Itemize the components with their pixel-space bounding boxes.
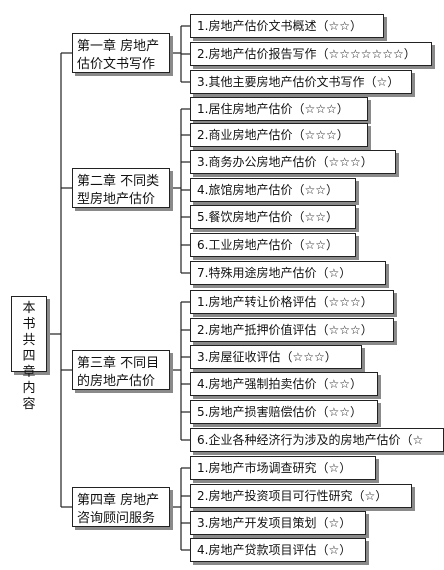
section-node: 5.房地产损害赔偿估价（☆☆） [190,400,378,424]
section-node: 2.商业房地产估价（☆☆☆） [190,123,368,147]
section-node: 2.房地产投资项目可行性研究（☆） [190,484,412,508]
section-node: 3.房地产开发项目策划（☆） [190,511,366,535]
section-node: 6.企业各种经济行为涉及的房地产估价（☆ [190,428,444,452]
section-node: 5.餐饮房地产估价（☆☆） [190,205,356,229]
chapter-node: 第三章 不同目的房地产估价 [72,350,170,390]
section-node: 1.居住房地产估价（☆☆☆） [190,97,368,121]
chapter-node: 第一章 房地产估价文书写作 [72,33,170,73]
section-node: 1.房地产转让价格评估（☆☆☆） [190,290,394,314]
section-node: 4.房地产强制拍卖估价（☆☆） [190,372,378,396]
section-node: 4.旅馆房地产估价（☆☆） [190,178,356,202]
section-node: 3.商务办公房地产估价（☆☆☆） [190,150,396,174]
section-node: 3.房屋征收评估（☆☆☆） [190,345,362,369]
section-node: 4.房地产贷款项目评估（☆） [190,538,366,562]
section-node: 2.房地产抵押价值评估（☆☆☆） [190,318,394,342]
section-node: 6.工业房地产估价（☆☆） [190,233,356,257]
section-node: 7.特殊用途房地产估价（☆） [190,261,386,285]
root-node: 本书共四章内容 [11,296,47,412]
section-node: 2.房地产估价报告写作（☆☆☆☆☆☆☆） [190,42,432,66]
section-node: 1.房地产市场调查研究（☆） [190,456,376,480]
chapter-node: 第四章 房地产咨询顾问服务 [72,487,170,527]
section-node: 3.其他主要房地产估价文书写作（☆） [190,70,412,94]
section-node: 1.房地产估价文书概述（☆☆） [190,14,384,38]
chapter-node: 第二章 不同类型房地产估价 [72,168,170,208]
